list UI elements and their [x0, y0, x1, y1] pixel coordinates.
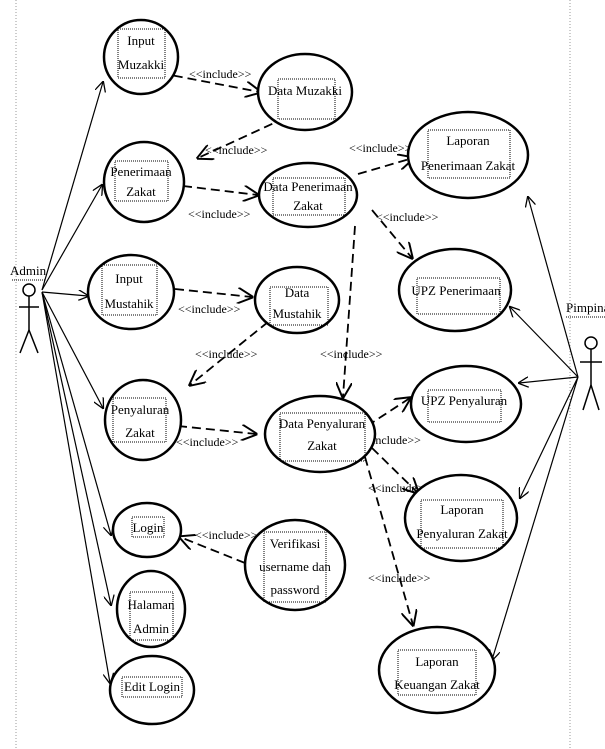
svg-text:Login: Login — [132, 520, 164, 535]
include-label: <<include>> — [320, 347, 383, 361]
svg-text:Laporan: Laporan — [415, 654, 459, 669]
include-label: <<include>> — [349, 141, 412, 155]
include-label: include>> — [372, 433, 421, 447]
svg-text:Penyaluran: Penyaluran — [111, 402, 170, 417]
use-case-upz-penyaluran: UPZ Penyaluran — [409, 364, 523, 444]
svg-text:Keuangan Zakat: Keuangan Zakat — [394, 677, 480, 692]
svg-text:UPZ Penyaluran: UPZ Penyaluran — [421, 393, 508, 408]
actor-pimpinan: Pimpina — [566, 300, 605, 411]
svg-text:Zakat: Zakat — [126, 184, 156, 199]
actor-admin: Admin — [10, 263, 47, 354]
use-case-penyaluran-zakat: Penyaluran Zakat — [103, 378, 183, 462]
include-label: <<include>> — [376, 210, 439, 224]
svg-text:Penyaluran Zakat: Penyaluran Zakat — [416, 526, 508, 541]
svg-text:Mustahik: Mustahik — [104, 296, 154, 311]
use-case-upz-penerimaan: UPZ Penerimaan — [397, 247, 513, 333]
svg-text:Data Penerimaan: Data Penerimaan — [263, 179, 353, 194]
use-case-data-penerimaan-zakat: Data Penerimaan Zakat — [257, 161, 359, 229]
use-case-login: Login — [111, 501, 183, 559]
svg-text:Data Muzakki: Data Muzakki — [268, 83, 342, 98]
svg-text:Zakat: Zakat — [293, 198, 323, 213]
use-case-data-mustahik: Data Mustahik — [253, 265, 341, 335]
svg-text:Verifikasi: Verifikasi — [270, 536, 321, 551]
use-case-data-muzakki: Data Muzakki — [256, 52, 354, 132]
include-relations — [159, 72, 418, 625]
use-case-laporan-keuangan: Laporan Keuangan Zakat — [377, 625, 497, 715]
svg-text:Edit Login: Edit Login — [124, 679, 180, 694]
svg-text:password: password — [270, 582, 320, 597]
svg-text:Zakat: Zakat — [125, 425, 155, 440]
svg-text:Data Penyaluran: Data Penyaluran — [279, 416, 366, 431]
include-label: <<include>> — [189, 67, 252, 81]
svg-text:Muzakki: Muzakki — [118, 57, 165, 72]
svg-text:Admin: Admin — [133, 621, 170, 636]
svg-text:Input: Input — [127, 33, 155, 48]
use-case-input-mustahik: Input Mustahik — [86, 253, 176, 331]
actor-pimpinan-label: Pimpina — [566, 300, 605, 315]
use-case-verifikasi: Verifikasi username dan password — [243, 518, 347, 612]
include-label: <<include>> — [205, 143, 268, 157]
use-case-halaman-admin: Halaman Admin — [115, 569, 187, 649]
include-label: <<include>> — [368, 481, 431, 495]
use-case-laporan-penerimaan: Laporan Penerimaan Zakat — [406, 110, 530, 200]
include-label: <<include>> — [188, 207, 251, 221]
actor-admin-label: Admin — [10, 263, 47, 278]
pimpinan-associations — [492, 197, 579, 660]
svg-text:UPZ Penerimaan: UPZ Penerimaan — [411, 283, 501, 298]
use-case-edit-login: Edit Login — [108, 654, 196, 726]
include-label: <<include>> — [176, 435, 239, 449]
svg-text:Penerimaan Zakat: Penerimaan Zakat — [421, 158, 516, 173]
svg-text:Laporan: Laporan — [440, 502, 484, 517]
include-label: <<include>> — [195, 347, 258, 361]
use-case-input-muzakki: Input Muzakki — [102, 18, 180, 96]
svg-text:username dan: username dan — [259, 559, 331, 574]
include-label: <<include>> — [195, 528, 258, 542]
svg-text:Halaman: Halaman — [128, 597, 175, 612]
use-case-laporan-penyaluran: Laporan Penyaluran Zakat — [403, 473, 519, 563]
svg-text:Penerimaan: Penerimaan — [110, 164, 172, 179]
admin-associations — [41, 82, 111, 683]
svg-text:Data: Data — [285, 285, 310, 300]
svg-text:Mustahik: Mustahik — [272, 306, 322, 321]
use-case-penerimaan-zakat: Penerimaan Zakat — [102, 140, 186, 224]
include-labels: <<include>> <<include>> <<include>> <<in… — [176, 67, 439, 585]
svg-text:Zakat: Zakat — [307, 438, 337, 453]
include-label: <<include>> — [178, 302, 241, 316]
svg-text:Input: Input — [115, 271, 143, 286]
use-case-data-penyaluran-zakat: Data Penyaluran Zakat — [263, 394, 377, 474]
include-label: <<include>> — [368, 571, 431, 585]
svg-text:Laporan: Laporan — [446, 133, 490, 148]
